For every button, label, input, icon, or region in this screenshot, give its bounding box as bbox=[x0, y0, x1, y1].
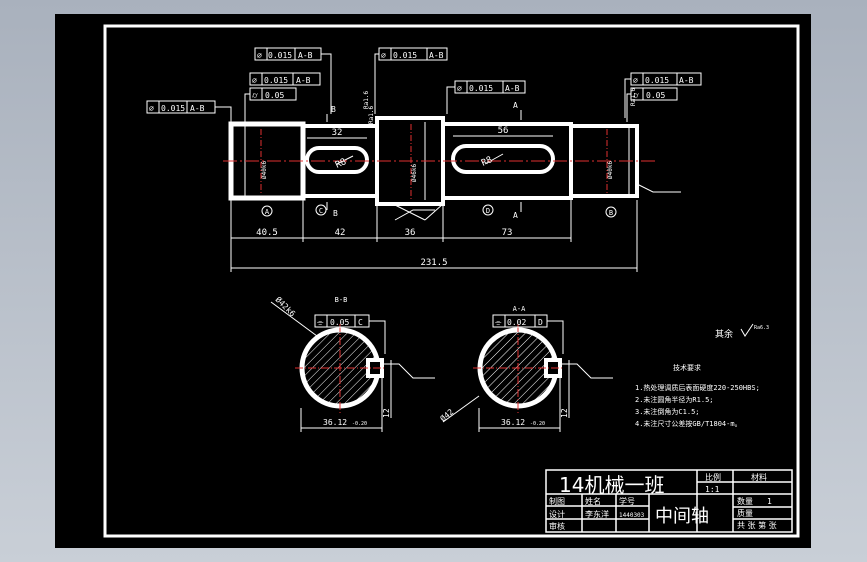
note-2: 2.未注圆角半径为R1.5; bbox=[635, 395, 714, 404]
svg-text:⌭: ⌭ bbox=[633, 91, 639, 100]
dim-seg-42: 42 bbox=[335, 228, 346, 238]
keyway-1 bbox=[305, 146, 369, 174]
dim-key-32: 32 bbox=[332, 128, 343, 138]
tol-datum-6: A-B bbox=[505, 84, 520, 93]
title-block: 14机械一班 中间轴 比例 1:1 材料 制图 姓名 学号 设计 李东洋 144… bbox=[545, 469, 793, 533]
tol-datum-1: A-B bbox=[298, 51, 313, 60]
tol-value-3: 0.015 bbox=[264, 76, 288, 85]
quantity-value: 1 bbox=[767, 497, 772, 506]
datum-b: B bbox=[609, 209, 613, 217]
sec-a-dia: Ø42 bbox=[438, 406, 456, 423]
shaft-main-view bbox=[228, 116, 639, 221]
datum-circles bbox=[261, 204, 617, 218]
datum-d: D bbox=[486, 207, 490, 215]
cut-label-b-top: B bbox=[331, 105, 336, 114]
tol-value-4: 0.05 bbox=[265, 91, 284, 100]
svg-text:-0.20: -0.20 bbox=[530, 421, 545, 427]
tol-value-8: 0.05 bbox=[646, 91, 665, 100]
material-label: 材料 bbox=[751, 472, 767, 482]
design-label: 设计 bbox=[549, 509, 565, 519]
svg-text:Ra1.6: Ra1.6 bbox=[363, 91, 370, 109]
svg-text:⌯: ⌯ bbox=[495, 318, 502, 327]
student-number: 1440303 bbox=[619, 512, 645, 519]
sec-a-tol-value: 0.02 bbox=[507, 318, 526, 327]
svg-text:-0.20: -0.20 bbox=[352, 421, 367, 427]
svg-text:⌀: ⌀ bbox=[457, 84, 462, 93]
quantity-label: 数量 bbox=[737, 496, 753, 506]
sec-b-tol-value: 0.05 bbox=[330, 318, 349, 327]
class-name: 14机械一班 bbox=[559, 473, 664, 497]
datum-a: A bbox=[265, 208, 270, 216]
dimension-lines bbox=[230, 135, 638, 272]
sec-a-depth: 12 bbox=[560, 408, 569, 418]
section-b-label: B-B bbox=[335, 296, 348, 304]
key-radius-1: R8 bbox=[334, 157, 348, 171]
cut-label-a-top: A bbox=[513, 101, 518, 110]
dim-key-56: 56 bbox=[498, 126, 509, 136]
tol-datum-3: A-B bbox=[296, 76, 311, 85]
svg-text:Ø46k6: Ø46k6 bbox=[411, 164, 418, 182]
tol-datum-5: A-B bbox=[190, 104, 205, 113]
dim-total: 231.5 bbox=[420, 258, 447, 268]
tol-datum-7: A-B bbox=[679, 76, 694, 85]
scale-value: 1:1 bbox=[705, 485, 720, 494]
svg-text:⌀: ⌀ bbox=[149, 104, 154, 113]
dim-seg-40-5: 40.5 bbox=[256, 228, 278, 238]
keyway-2 bbox=[451, 144, 555, 174]
shaft-drawing: Ø40k6 Ø46k6 Ø40k6 Ra1.6 Ra1.6 Ra1.6 R8 R… bbox=[103, 24, 800, 538]
scale-label: 比例 bbox=[705, 472, 721, 482]
sheets-label: 共 张 第 张 bbox=[737, 520, 777, 530]
svg-text:Ra1.6: Ra1.6 bbox=[630, 88, 637, 106]
svg-text:⌀: ⌀ bbox=[633, 76, 638, 85]
section-a-a: A-A ⌯ 0.02 D Ø42 36.12 -0.20 12 bbox=[438, 305, 613, 432]
drawing-label: 制图 bbox=[549, 496, 565, 506]
designer-name: 李东洋 bbox=[585, 509, 609, 519]
notes-title: 技术要求 bbox=[673, 363, 701, 372]
sec-b-depth: 12 bbox=[382, 408, 391, 418]
sec-b-dim: 36.12 bbox=[323, 418, 347, 427]
section-a-label: A-A bbox=[513, 305, 526, 313]
note-4: 4.未注尺寸公差按GB/T1804-m。 bbox=[635, 419, 742, 428]
svg-text:⌀: ⌀ bbox=[252, 76, 257, 85]
sec-b-tol-datum: C bbox=[358, 318, 363, 327]
section-b-b: B-B ⌯ 0.05 C Ø42k6 36.12 -0.20 12 bbox=[270, 294, 435, 432]
svg-text:Ø40k6: Ø40k6 bbox=[607, 161, 614, 179]
sec-a-tol-datum: D bbox=[538, 318, 543, 327]
svg-text:⌯: ⌯ bbox=[317, 318, 324, 327]
tol-value-7: 0.015 bbox=[645, 76, 669, 85]
technical-notes: 技术要求 1.热处理调质后表面硬度220-250HBS; 2.未注圆角半径为R1… bbox=[635, 363, 760, 428]
dim-seg-36: 36 bbox=[405, 228, 416, 238]
note-1: 1.热处理调质后表面硬度220-250HBS; bbox=[635, 383, 760, 392]
cut-label-b-bottom: B bbox=[333, 209, 338, 218]
review-label: 审核 bbox=[549, 521, 565, 531]
tol-value-6: 0.015 bbox=[469, 84, 493, 93]
part-name: 中间轴 bbox=[655, 506, 709, 527]
tolerance-frames bbox=[146, 47, 702, 221]
diameter-labels: Ø40k6 Ø46k6 Ø40k6 Ra1.6 Ra1.6 Ra1.6 bbox=[261, 88, 637, 182]
sec-a-dim: 36.12 bbox=[501, 418, 525, 427]
svg-text:Ra1.6: Ra1.6 bbox=[368, 106, 375, 124]
cut-label-a-bottom: A bbox=[513, 211, 518, 220]
datum-c: C bbox=[319, 207, 323, 215]
tol-datum-2: A-B bbox=[429, 51, 444, 60]
weight-label: 质量 bbox=[737, 508, 753, 518]
tol-value-5: 0.015 bbox=[161, 104, 185, 113]
svg-text:Ra6.3: Ra6.3 bbox=[754, 325, 769, 331]
svg-text:Ø40k6: Ø40k6 bbox=[261, 161, 268, 179]
svg-text:⌭: ⌭ bbox=[252, 91, 258, 100]
name-label: 姓名 bbox=[585, 496, 601, 506]
sheet-border bbox=[103, 24, 800, 538]
rest-roughness-label: 其余 bbox=[715, 328, 733, 340]
drawing-canvas[interactable]: Ø40k6 Ø46k6 Ø40k6 Ra1.6 Ra1.6 Ra1.6 R8 R… bbox=[55, 14, 811, 548]
svg-text:⌀: ⌀ bbox=[381, 51, 386, 60]
key-radius-2: R8 bbox=[480, 155, 494, 169]
tol-value-2: 0.015 bbox=[393, 51, 417, 60]
tol-symbol-1: ⌀ bbox=[257, 51, 262, 60]
number-label: 学号 bbox=[619, 496, 635, 506]
dim-seg-73: 73 bbox=[502, 228, 513, 238]
note-3: 3.未注倒角为C1.5; bbox=[635, 407, 700, 416]
tol-value-1: 0.015 bbox=[268, 51, 292, 60]
